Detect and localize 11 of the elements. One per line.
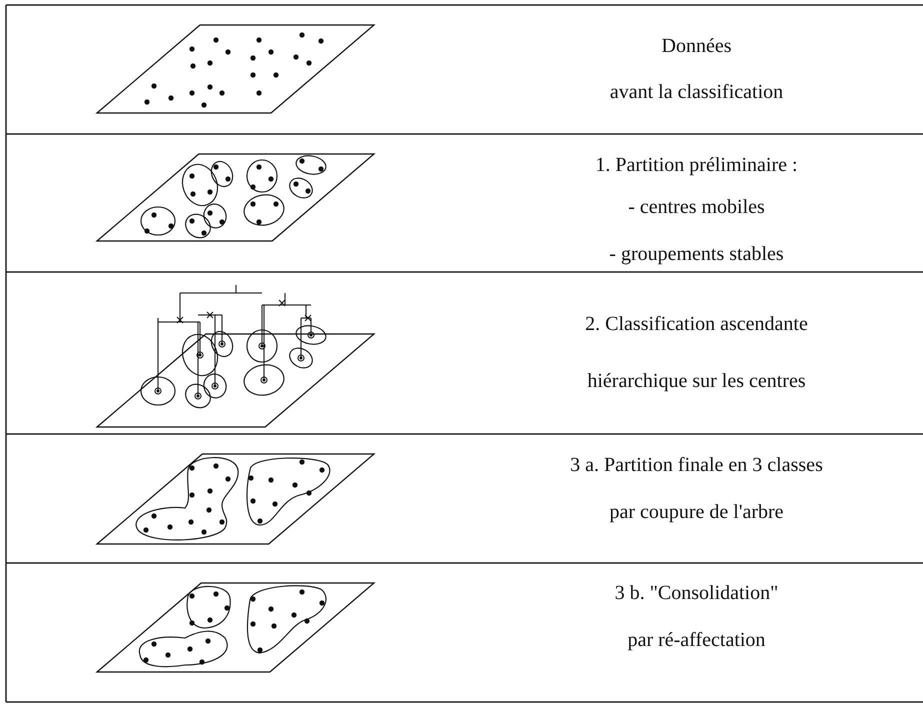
- step-caption: hiérarchique sur les centres: [586, 369, 807, 393]
- step-caption: par coupure de l'arbre: [608, 500, 785, 524]
- step-caption: avant la classification: [608, 80, 784, 104]
- step-caption: - groupements stables: [608, 242, 785, 266]
- step-caption: 3 a. Partition finale en 3 classes: [569, 453, 824, 477]
- step-caption: Données: [660, 34, 732, 58]
- step-caption: 3 b. "Consolidation": [614, 581, 780, 605]
- step-caption: 2. Classification ascendante: [584, 312, 809, 336]
- step-caption: - centres mobiles: [627, 195, 766, 219]
- step-caption: 1. Partition préliminaire :: [594, 153, 799, 177]
- step-caption: par ré-affectation: [626, 628, 766, 652]
